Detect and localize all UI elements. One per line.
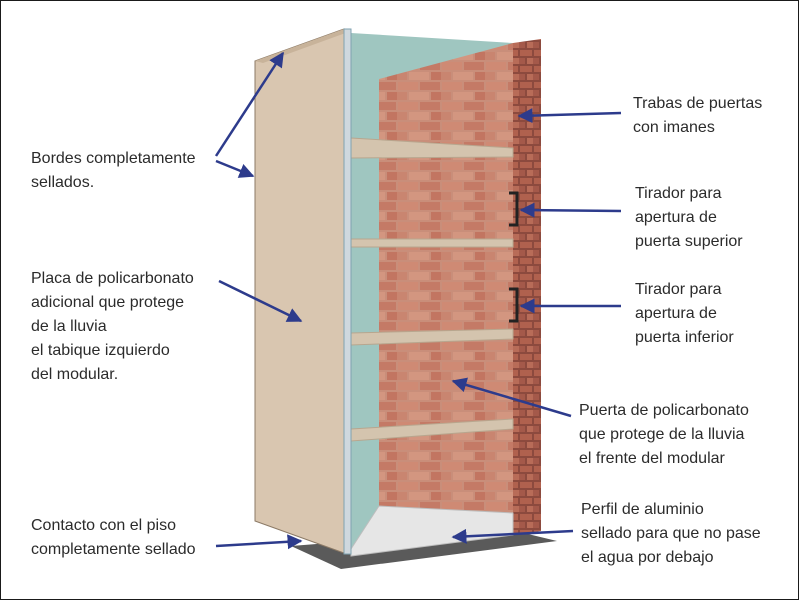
label-tirador-superior: Tirador para apertura de puerta superior xyxy=(635,185,743,250)
arrow-perfil xyxy=(451,528,574,544)
arrow-puerta xyxy=(451,377,572,418)
label-trabas: Trabas de puertas con imanes xyxy=(633,95,763,136)
arrow-trabas xyxy=(517,108,622,124)
front-edge-frame xyxy=(343,28,352,555)
arrow-tirador-superior xyxy=(519,202,622,218)
arrow-placa xyxy=(218,279,303,323)
arrow-bordes-1 xyxy=(214,51,285,157)
label-bordes: Bordes completamente sellados. xyxy=(31,150,196,191)
modular-floor xyxy=(350,505,514,557)
label-contacto: Contacto con el piso completamente sella… xyxy=(31,517,196,558)
label-perfil: Perfil de aluminio sellado para que no p… xyxy=(581,501,761,566)
shelf-2 xyxy=(350,238,514,248)
left-panel xyxy=(254,28,345,554)
arrow-contacto xyxy=(215,534,303,550)
upper-door-handle xyxy=(509,191,519,227)
floor-shadow xyxy=(291,529,557,569)
brick-side-wall xyxy=(513,39,541,535)
brick-back-wall xyxy=(379,43,513,521)
lower-door-handle xyxy=(509,287,519,323)
arrow-bordes-2 xyxy=(215,159,255,178)
label-tirador-inferior: Tirador para apertura de puerta inferior xyxy=(635,281,734,346)
label-puerta: Puerta de policarbonato que protege de l… xyxy=(579,402,749,467)
label-placa: Placa de policarbonato adicional que pro… xyxy=(31,270,194,383)
